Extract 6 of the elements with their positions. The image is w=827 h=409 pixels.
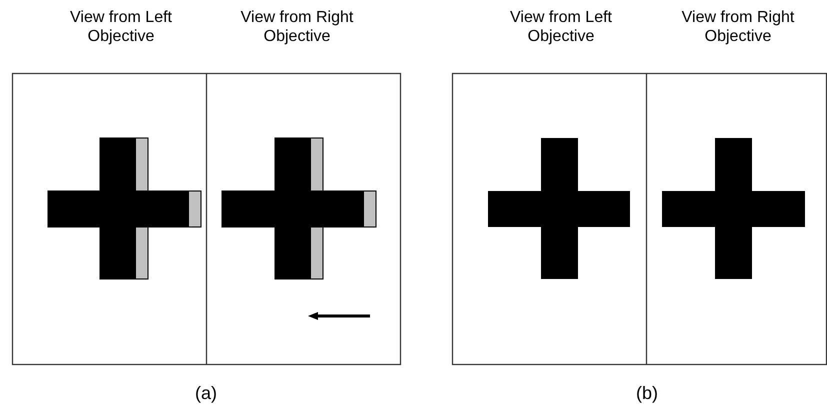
- panel-caption: (b): [635, 384, 659, 403]
- panel-caption: (a): [194, 384, 218, 403]
- view-heading: View from Left Objective: [509, 8, 613, 46]
- view-heading: View from Right Objective: [240, 8, 354, 46]
- view-heading: View from Left Objective: [69, 8, 173, 46]
- view-heading: View from Right Objective: [680, 8, 796, 46]
